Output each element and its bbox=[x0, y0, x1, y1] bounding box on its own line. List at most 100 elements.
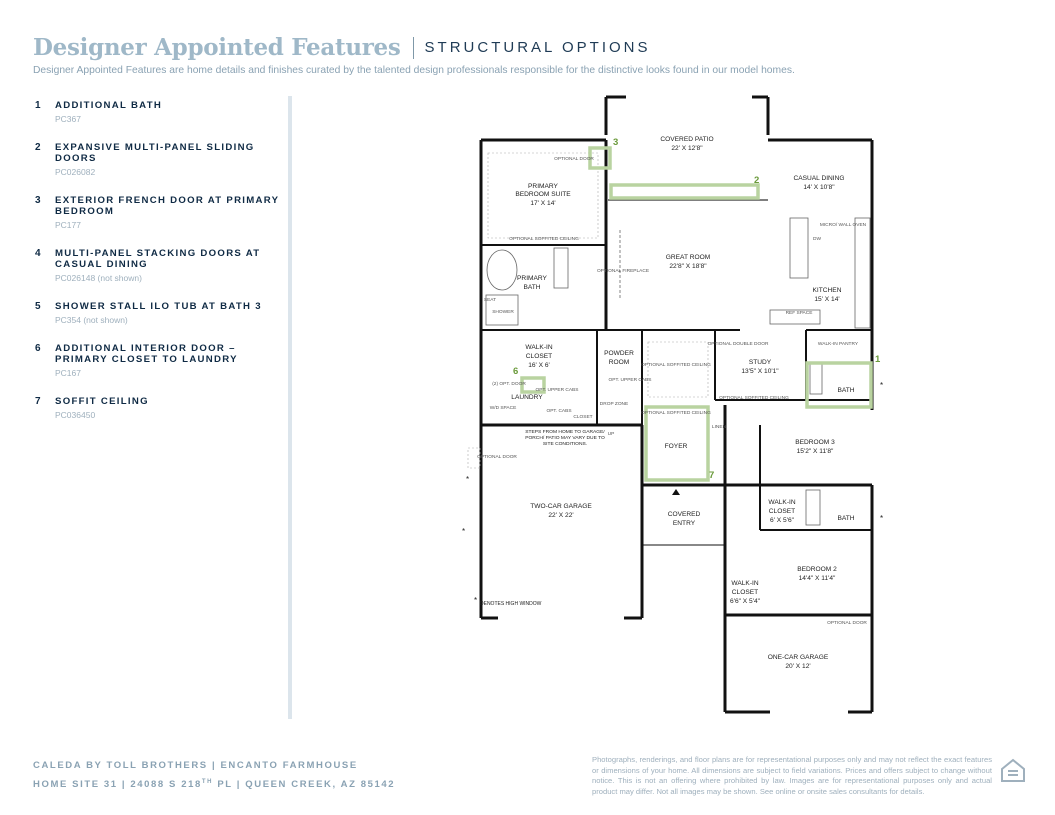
option-code: PC026148 (not shown) bbox=[55, 273, 142, 283]
label-soffited-ceiling-foyer: OPTIONAL SOFFITED CEILING bbox=[641, 410, 711, 416]
option-label: MULTI-PANEL STACKING DOORS AT CASUAL DIN… bbox=[55, 248, 261, 270]
room-wic-b2: WALK-IN bbox=[731, 580, 758, 587]
label-dw: DW bbox=[813, 236, 821, 242]
label-drop-zone: DROP ZONE bbox=[600, 401, 628, 407]
room-powder: POWDER bbox=[604, 350, 634, 357]
option-item: 7 SOFFIT CEILING PC036450 bbox=[35, 396, 280, 420]
highlight-interior-door bbox=[520, 376, 546, 394]
room-casual-dining-dim: 14' X 10'8" bbox=[803, 184, 835, 191]
option-number: 5 bbox=[35, 301, 41, 312]
high-window-star: * bbox=[474, 596, 477, 605]
page-title: Designer Appointed Features bbox=[33, 34, 401, 61]
label-optional-double-door: OPTIONAL DOUBLE DOOR bbox=[708, 341, 769, 347]
room-powder-2: ROOM bbox=[609, 359, 630, 366]
option-label: SHOWER STALL ILO TUB AT BATH 3 bbox=[55, 301, 262, 312]
marker-6: 6 bbox=[513, 366, 518, 377]
room-foyer: FOYER bbox=[665, 443, 688, 450]
footer-address: CALEDA BY TOLL BROTHERS | ENCANTO FARMHO… bbox=[33, 758, 395, 793]
divider-bar bbox=[288, 96, 292, 719]
room-wic-b3-dim: 6' X 5'6" bbox=[770, 517, 795, 524]
room-two-car-garage-dim: 22' X 22' bbox=[548, 512, 573, 519]
label-optional-door-garage: OPTIONAL DOOR bbox=[477, 454, 517, 460]
option-item: 6 ADDITIONAL INTERIOR DOOR – PRIMARY CLO… bbox=[35, 343, 280, 378]
room-wic-b3: WALK-IN bbox=[768, 499, 795, 506]
room-primary-suite: PRIMARY bbox=[528, 183, 559, 190]
label-opt-cabs: OPT. CABS bbox=[546, 408, 571, 414]
option-item: 4 MULTI-PANEL STACKING DOORS AT CASUAL D… bbox=[35, 248, 280, 283]
room-walk-in-closet-dim: 16' X 6' bbox=[528, 362, 550, 369]
room-wic-b3-2: CLOSET bbox=[769, 508, 795, 515]
option-code: PC036450 bbox=[55, 410, 96, 420]
high-window-note: DENOTES HIGH WINDOW bbox=[480, 601, 542, 607]
title-row: Designer Appointed Features STRUCTURAL O… bbox=[33, 34, 1035, 61]
label-shower: SHOWER bbox=[492, 309, 514, 315]
label-soffited-ceiling-study: OPTIONAL SOFFITED CEILING bbox=[641, 362, 711, 368]
room-great-room-dim: 22'8" X 18'8" bbox=[669, 263, 707, 270]
highlight-soffit-ceiling bbox=[644, 405, 710, 482]
option-number: 3 bbox=[35, 195, 41, 206]
room-bedroom3: BEDROOM 3 bbox=[795, 439, 835, 446]
room-walk-in-closet: WALK-IN bbox=[525, 344, 552, 351]
room-bath-2: BATH bbox=[837, 515, 854, 522]
label-linen: LINEN bbox=[712, 424, 727, 430]
label-opt-door-small: (2) OPT. DOOR bbox=[492, 381, 526, 387]
room-great-room: GREAT ROOM bbox=[666, 254, 710, 261]
label-ref-space: REF SPACE bbox=[786, 310, 813, 316]
option-code: PC367 bbox=[55, 114, 81, 124]
option-number: 6 bbox=[35, 343, 41, 354]
option-label: SOFFIT CEILING bbox=[55, 396, 149, 407]
title-divider bbox=[412, 36, 414, 59]
footer-line2: HOME SITE 31 | 24088 S 218TH PL | QUEEN … bbox=[33, 779, 396, 791]
option-item: 5 SHOWER STALL ILO TUB AT BATH 3 PC354 (n… bbox=[35, 301, 280, 325]
label-optional-door-one-car: OPTIONAL DOOR bbox=[827, 620, 867, 626]
label-optional-door: OPTIONAL DOOR bbox=[554, 156, 594, 162]
label-soffited-ceiling-hall: OPTIONAL SOFFITED CEILING bbox=[719, 395, 789, 401]
highlight-sliding-doors bbox=[609, 183, 760, 200]
highlight-french-door bbox=[588, 146, 612, 170]
marker-7: 7 bbox=[709, 470, 714, 481]
fixtures bbox=[485, 217, 871, 526]
option-code: PC167 bbox=[55, 368, 81, 378]
option-number: 7 bbox=[35, 396, 41, 407]
high-window-star: * bbox=[462, 527, 465, 536]
floor-plan: 3 2 1 6 7 COVERED PATIO 22' X 12'8" CASU… bbox=[462, 95, 883, 714]
room-study: STUDY bbox=[749, 359, 772, 366]
room-bath-1: BATH bbox=[837, 387, 854, 394]
high-window-star: * bbox=[880, 381, 883, 390]
optional-dashes bbox=[467, 152, 709, 469]
room-one-car-garage-dim: 20' X 12' bbox=[785, 663, 810, 670]
option-number: 1 bbox=[35, 100, 41, 111]
room-wic-b2-dim: 6'6" X 5'4" bbox=[730, 598, 761, 605]
room-study-dim: 13'5" X 10'1" bbox=[741, 368, 779, 375]
option-code: PC354 (not shown) bbox=[55, 315, 128, 325]
highlight-additional-bath bbox=[805, 361, 873, 409]
steps-note-container: STEPS FROM HOME TO GARAGE/ PORCH/ PATIO … bbox=[525, 430, 605, 447]
footer-line1: CALEDA BY TOLL BROTHERS | ENCANTO FARMHO… bbox=[33, 760, 358, 771]
room-primary-bath: PRIMARY bbox=[517, 275, 548, 282]
option-number: 2 bbox=[35, 142, 41, 153]
label-micro-wall-oven: MICRO/ WALL OVEN bbox=[820, 222, 867, 228]
room-covered-patio: COVERED PATIO bbox=[660, 136, 713, 143]
walls bbox=[479, 95, 874, 714]
option-highlights bbox=[520, 146, 873, 482]
label-walk-in-pantry: WALK-IN PANTRY bbox=[818, 341, 859, 347]
room-covered-entry-2: ENTRY bbox=[673, 520, 696, 527]
marker-1: 1 bbox=[875, 354, 881, 365]
section-tag: STRUCTURAL OPTIONS bbox=[424, 39, 651, 56]
steps-note: STEPS FROM HOME TO GARAGE/ PORCH/ PATIO … bbox=[525, 430, 605, 447]
room-primary-suite-2: BEDROOM SUITE bbox=[515, 191, 571, 198]
label-opt-upper-cabs-2: OPT. UPPER CABS bbox=[609, 377, 652, 383]
label-optional-fireplace: OPTIONAL FIREPLACE bbox=[597, 268, 649, 274]
label-seat: SEAT bbox=[484, 297, 496, 303]
option-label: ADDITIONAL INTERIOR DOOR – PRIMARY CLOSE… bbox=[55, 343, 238, 365]
option-code: PC177 bbox=[55, 220, 81, 230]
room-laundry: LAUNDRY bbox=[511, 394, 543, 401]
label-closet: CLOSET bbox=[573, 414, 592, 420]
equal-housing-icon bbox=[1001, 758, 1025, 782]
option-code: PC026082 bbox=[55, 167, 96, 177]
room-one-car-garage: ONE-CAR GARAGE bbox=[768, 654, 829, 661]
label-up: UP bbox=[608, 431, 615, 437]
